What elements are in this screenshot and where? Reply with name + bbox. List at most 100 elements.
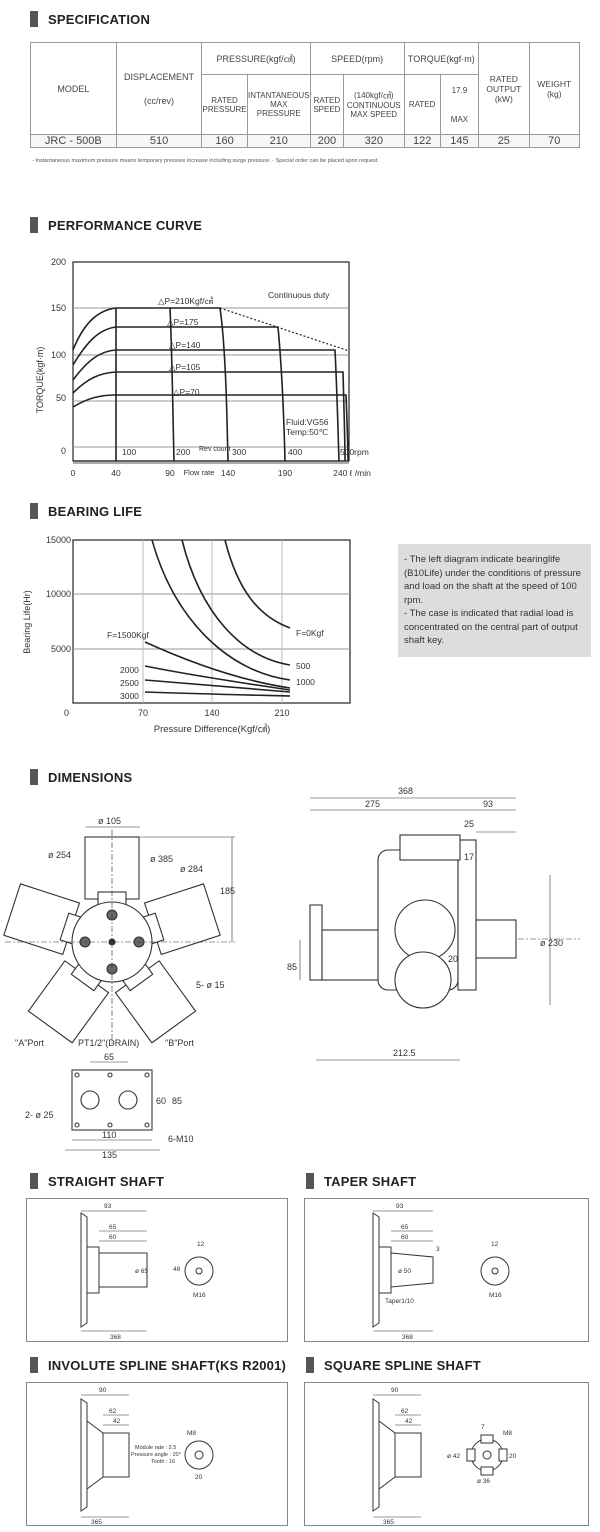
- dim-label: 275: [365, 799, 380, 809]
- spline-spec-line: Pressure angle : 20°: [131, 1452, 181, 1458]
- th-instant-max-pressure: INTANTANEOUS MAX PRESSURE: [246, 74, 311, 135]
- dim-label: 62: [109, 1408, 117, 1415]
- dim-label: 5- ø 15: [196, 980, 225, 990]
- section-header-bearing: BEARING LIFE: [30, 502, 142, 520]
- dim-label: 85: [287, 962, 297, 972]
- bearing-chart: Bearing Life(Hr) 15000 10000 5000 0 70 1…: [22, 535, 351, 735]
- dim-label: 62: [401, 1408, 409, 1415]
- dim-label: 3: [436, 1246, 440, 1253]
- cell-output: 25: [478, 134, 530, 148]
- dim-label: 135: [102, 1150, 117, 1160]
- section-title: TAPER SHAFT: [324, 1173, 417, 1189]
- cell-max-pressure: 210: [246, 134, 311, 148]
- dim-label: 85: [172, 1096, 182, 1106]
- section-title: PERFORMANCE CURVE: [48, 217, 203, 233]
- dim-label: 42: [113, 1418, 121, 1425]
- dim-label: 20: [195, 1474, 203, 1481]
- bearing-xlabel: Pressure Difference(Kgf/㎠): [154, 724, 271, 735]
- dim-label: 368: [398, 786, 413, 796]
- dim-label: 42: [405, 1418, 413, 1425]
- dim-label: 93: [483, 799, 493, 809]
- section-header-square-shaft: SQUARE SPLINE SHAFT: [306, 1356, 481, 1374]
- cell-max-torque: 145: [439, 134, 480, 148]
- perf-temp: Temp:50℃: [286, 427, 329, 437]
- taper-shaft-drawing: 93 65 60 3 ø 50 Taper1/10 12 M16 368: [372, 1203, 510, 1341]
- dim-label: ø 42: [447, 1453, 460, 1460]
- dim-label: 368: [110, 1334, 121, 1341]
- bearing-note-line: - The left diagram indicate bearinglife …: [404, 554, 581, 606]
- bearing-right-label: 1000: [296, 677, 315, 687]
- dim-label: 12: [197, 1241, 205, 1248]
- dim-label: 93: [104, 1203, 112, 1210]
- perf-flow-tick: 90: [165, 468, 175, 478]
- th-rated-output: RATED OUTPUT (kW): [478, 42, 530, 135]
- dim-label: 48: [173, 1266, 181, 1273]
- section-title: BEARING LIFE: [48, 503, 143, 519]
- perf-ytick: 100: [51, 350, 66, 360]
- dim-label: 7: [481, 1424, 485, 1431]
- th-weight: WEIGHT (kg): [528, 42, 581, 135]
- cell-rated-pressure: 160: [201, 134, 248, 148]
- dim-label: "A"Port: [15, 1038, 44, 1048]
- bearing-ytick: 10000: [46, 589, 71, 599]
- perf-fluid: Fluid:VG56: [286, 417, 329, 427]
- section-marker: [30, 503, 38, 519]
- spec-row: JRC - 500B 510 160 210 200 320 122 145 2…: [30, 134, 581, 148]
- section-title: STRAIGHT SHAFT: [48, 1173, 165, 1189]
- perf-rev-tick: 400: [288, 447, 302, 457]
- perf-rev-tick: 300: [232, 447, 246, 457]
- perf-flow-tick: 240 ℓ /min: [333, 468, 371, 478]
- section-marker: [30, 769, 38, 785]
- spec-footnote: - Instantaneous maximum pressure means t…: [32, 158, 379, 164]
- bearing-ylabel: Bearing Life(Hr): [22, 590, 32, 654]
- dim-label: M16: [489, 1292, 502, 1299]
- involute-shaft-panel: 90 62 42 Module rate : 2.5 Pressure angl…: [26, 1382, 288, 1526]
- perf-rev-tick: 100: [122, 447, 136, 457]
- spline-spec-line: Tooth : 16: [151, 1459, 175, 1465]
- perf-curve-label: △P=175: [167, 317, 199, 327]
- section-marker: [30, 1357, 38, 1373]
- dim-label: "B"Port: [165, 1038, 194, 1048]
- dim-label: 65: [104, 1052, 114, 1062]
- dim-label: ø 50: [398, 1268, 411, 1275]
- section-marker: [30, 11, 38, 27]
- perf-curve-label: △P=140: [169, 340, 201, 350]
- perf-flow-tick: 0: [71, 468, 76, 478]
- dim-label: ø 65: [135, 1268, 148, 1275]
- dim-label: Taper1/10: [385, 1298, 414, 1305]
- bearing-left-label: 2000: [120, 665, 139, 675]
- dim-label: M8: [187, 1430, 196, 1437]
- dim-label: 25: [464, 819, 474, 829]
- section-header-taper-shaft: TAPER SHAFT: [306, 1172, 416, 1190]
- dim-label: M8: [503, 1430, 512, 1437]
- section-title: SQUARE SPLINE SHAFT: [324, 1357, 481, 1373]
- dim-label: 20: [448, 954, 458, 964]
- dim-label: PT1/2"(DRAIN): [78, 1038, 139, 1048]
- perf-flow-label: Flow rate: [184, 468, 215, 477]
- bearing-right-label: F=0Kgf: [296, 628, 324, 638]
- bearing-ytick: 5000: [51, 644, 71, 654]
- section-title: SPECIFICATION: [48, 11, 151, 27]
- perf-rev-tick: 500rpm: [340, 447, 369, 457]
- perf-flow-tick: 40: [111, 468, 121, 478]
- perf-rev-label: Rev count: [199, 446, 231, 453]
- dim-label: 60: [109, 1234, 117, 1241]
- flange-drawing: 65 60 85 2- ø 25 110 135 6-M10: [25, 1052, 194, 1160]
- straight-shaft-drawing: 93 65 60 ø 65 48 12 M16 368: [80, 1203, 214, 1341]
- bearing-ytick: 0: [64, 708, 69, 718]
- section-header-involute-shaft: INVOLUTE SPLINE SHAFT(KS R2001): [30, 1356, 286, 1374]
- th-rated-torque: RATED: [403, 74, 441, 135]
- section-title: DIMENSIONS: [48, 769, 133, 785]
- perf-continuous-label: Continuous duty: [268, 290, 330, 300]
- perf-curve-label: △P=105: [169, 362, 201, 372]
- section-marker: [306, 1357, 314, 1373]
- dim-label: 365: [91, 1519, 102, 1525]
- involute-shaft-drawing: 90 62 42 Module rate : 2.5 Pressure angl…: [80, 1387, 214, 1526]
- spec-table: MODEL DISPLACEMENT(cc/rev) PRESSURE(kgf/…: [30, 42, 581, 148]
- dim-label: 6-M10: [168, 1134, 194, 1144]
- perf-curve-label: △P=70: [173, 387, 200, 397]
- bearing-xtick: 210: [274, 708, 289, 718]
- dim-label: 365: [383, 1519, 394, 1525]
- th-pressure: PRESSURE(kgf/㎠): [201, 42, 311, 75]
